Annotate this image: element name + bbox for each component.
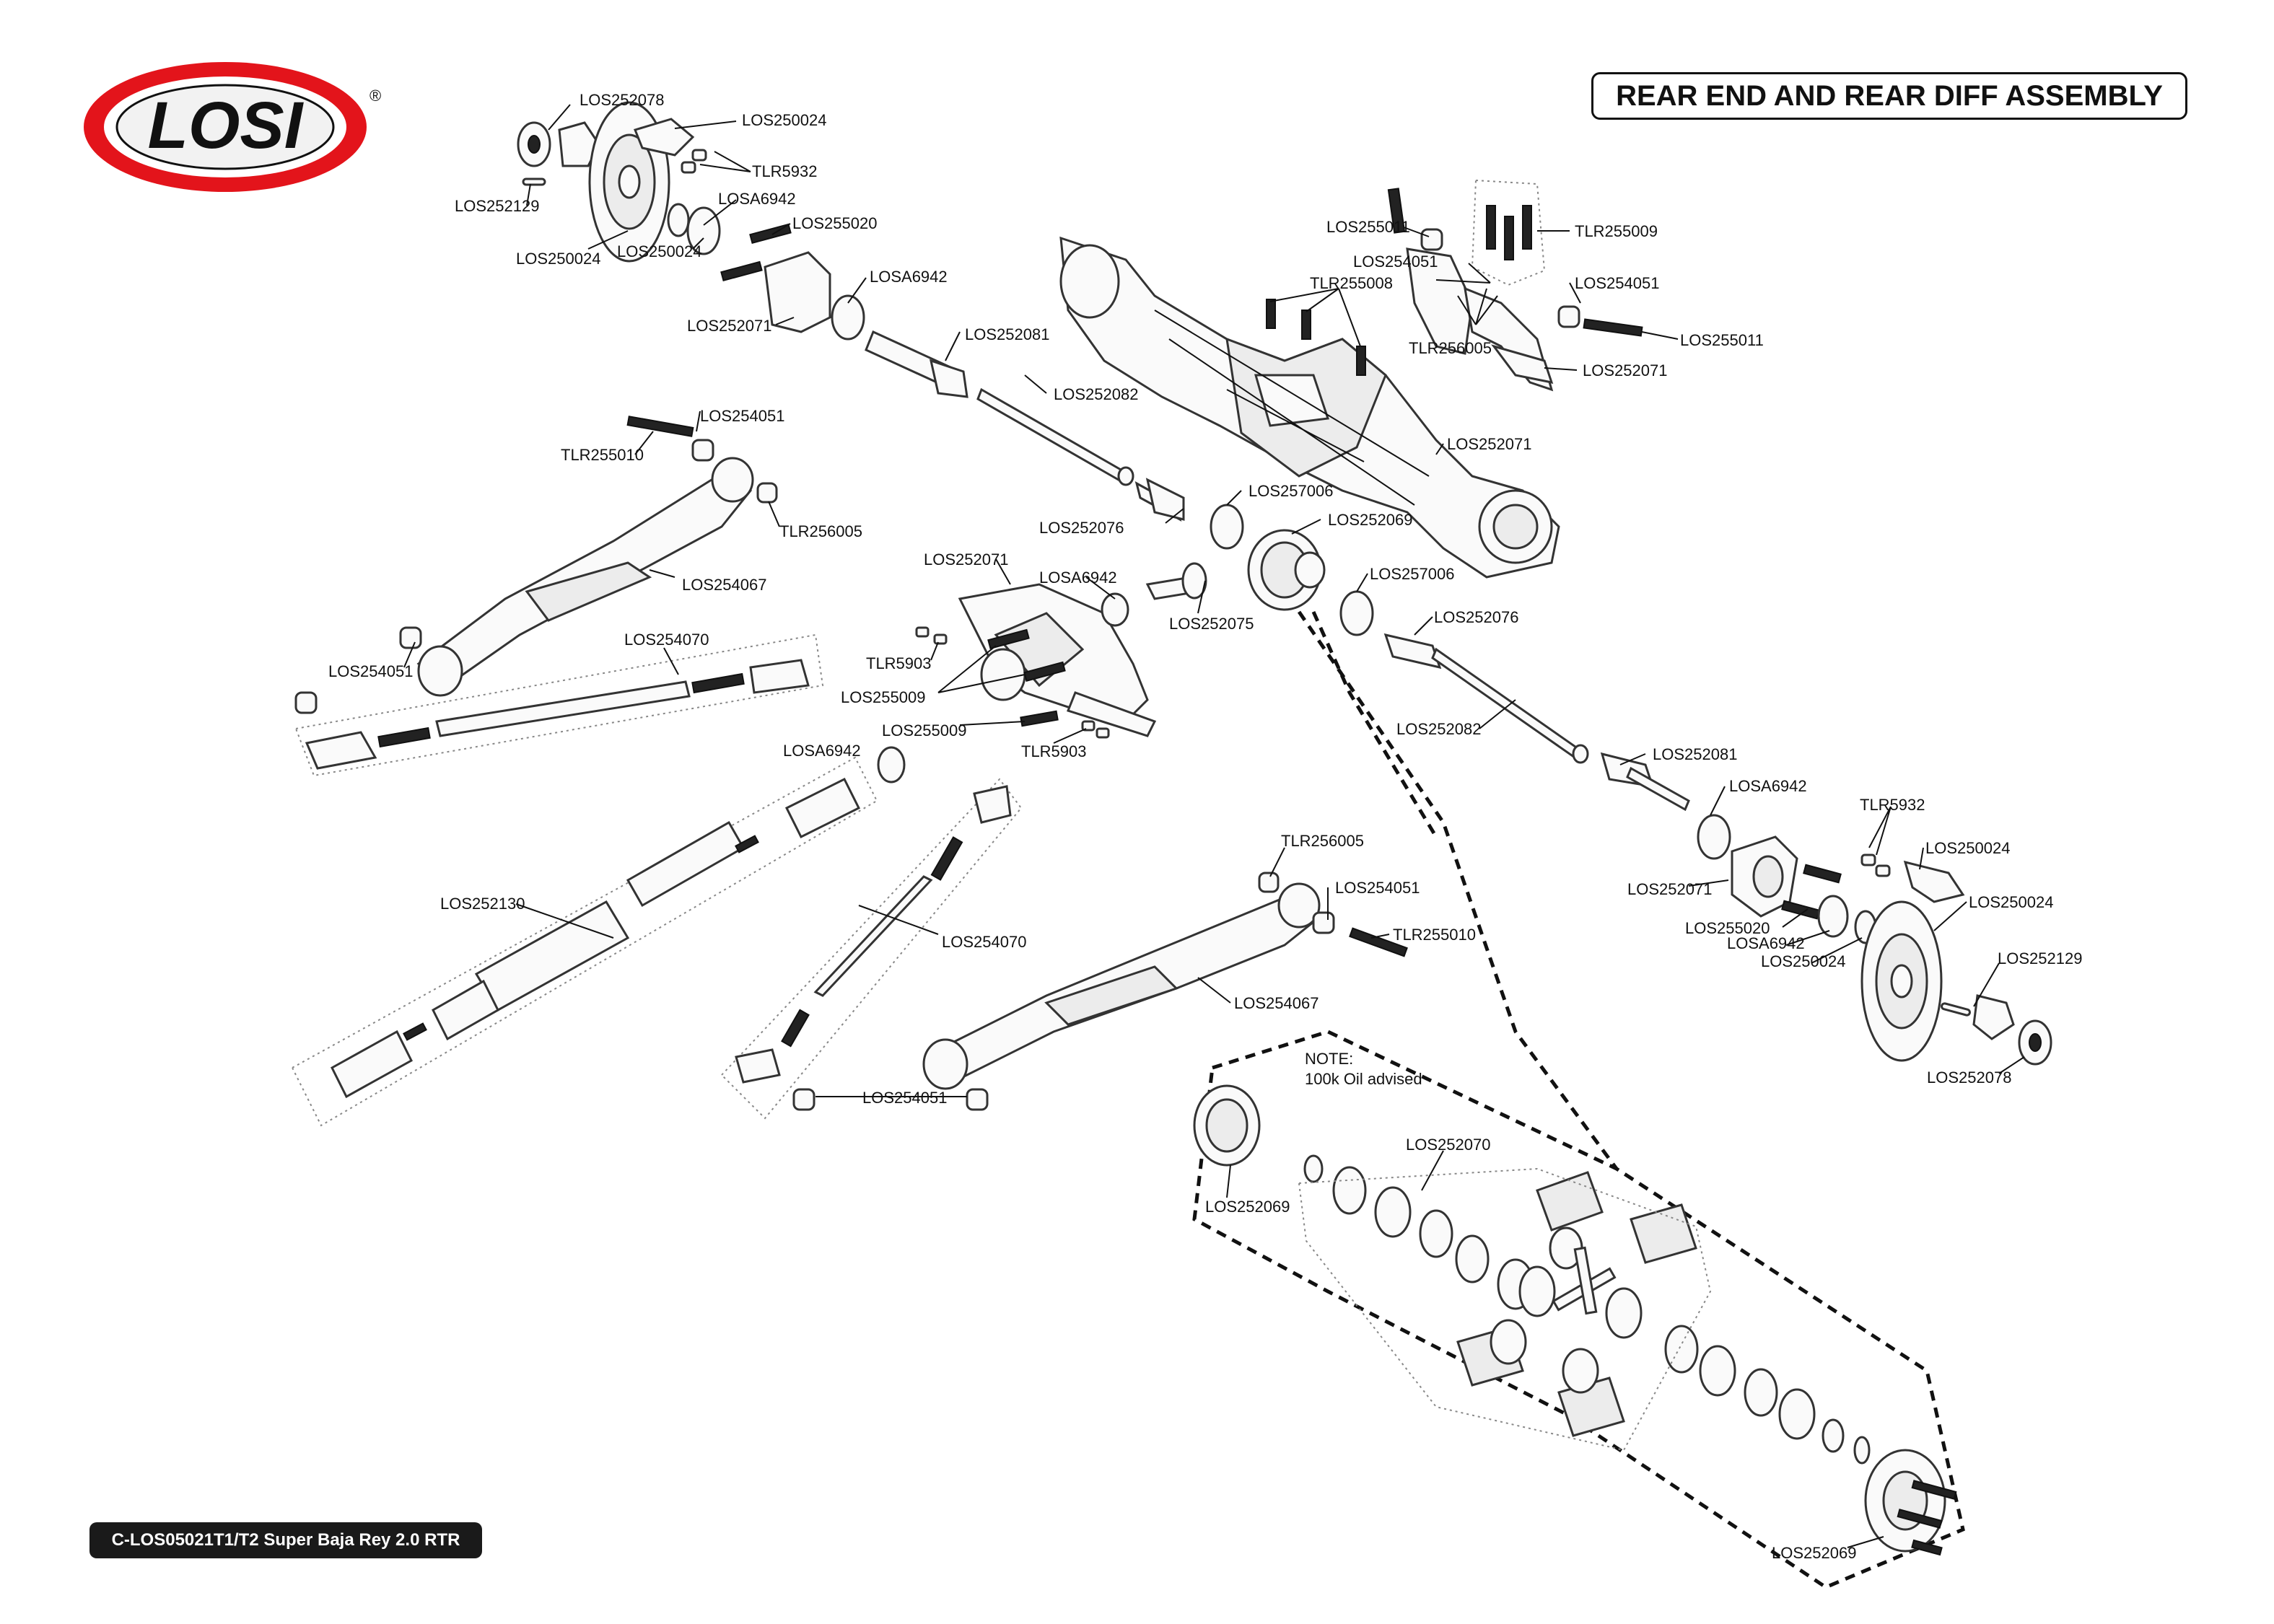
part-label: LOS252078 xyxy=(1927,1068,2011,1087)
part-label: LOS252069 xyxy=(1772,1544,1856,1562)
part-label: LOS252129 xyxy=(1998,949,2082,967)
part-label: LOS250024 xyxy=(516,250,600,268)
left-trailing-arm xyxy=(294,416,778,714)
part-label: LOSA6942 xyxy=(718,190,796,208)
part-label: LOS252081 xyxy=(1653,745,1737,763)
part-label: LOS252130 xyxy=(440,895,525,913)
part-label: LOS252078 xyxy=(580,91,664,109)
left-hub-group xyxy=(517,101,865,341)
part-label: LOS254051 xyxy=(1353,253,1438,271)
part-label: TLR255008 xyxy=(1310,274,1393,292)
part-label: LOSA6942 xyxy=(783,742,861,760)
part-label: LOSA6942 xyxy=(1727,934,1805,952)
part-label: LOS255009 xyxy=(882,721,966,739)
right-hub-group xyxy=(1731,835,2052,1066)
part-label: LOS257006 xyxy=(1248,482,1333,500)
part-label: LOS252071 xyxy=(924,550,1008,569)
part-label: LOS255020 xyxy=(792,214,877,232)
part-label: LOS254051 xyxy=(1335,879,1420,897)
part-label: LOS257006 xyxy=(1370,565,1454,583)
note-heading: NOTE: xyxy=(1305,1050,1353,1068)
diff-detail-leader-2 xyxy=(1311,610,1438,838)
right-trailing-arm xyxy=(922,872,1408,1090)
right-upper-link xyxy=(735,785,1012,1111)
center-diff-carrier xyxy=(915,562,1207,739)
page-title: REAR END AND REAR DIFF ASSEMBLY xyxy=(1591,72,2187,120)
part-label: LOS252129 xyxy=(455,197,539,215)
part-label: LOS255009 xyxy=(841,688,925,706)
part-label: TLR5903 xyxy=(866,654,932,672)
group-outline-lower-link xyxy=(294,633,824,777)
part-label: LOS252075 xyxy=(1169,615,1254,633)
part-label: TLR255010 xyxy=(1393,926,1476,944)
part-label: LOS255011 xyxy=(1326,218,1410,236)
leader-lines xyxy=(403,104,2025,1548)
part-label: TLR256005 xyxy=(1409,339,1492,357)
part-label: LOS254051 xyxy=(700,407,784,425)
part-label: LOS254051 xyxy=(862,1089,947,1107)
part-label: LOS255020 xyxy=(1685,919,1770,937)
part-label: LOS254051 xyxy=(1575,274,1659,292)
part-label: LOS250024 xyxy=(1969,893,2053,911)
part-label: LOS252076 xyxy=(1434,608,1518,626)
upper-mount-brackets xyxy=(1266,179,1643,392)
part-label: LOS252076 xyxy=(1039,519,1124,537)
part-label: TLR255009 xyxy=(1575,222,1658,240)
part-label: LOSA6942 xyxy=(1039,569,1117,587)
part-label: LOS250024 xyxy=(1761,952,1845,970)
rear-axle-housing xyxy=(1059,236,1560,579)
part-label: LOSA6942 xyxy=(1729,777,1807,795)
diff-exploded-parts xyxy=(1193,1084,1957,1556)
losi-logo: LOSI ® xyxy=(84,62,381,192)
part-label: LOS255011 xyxy=(1680,331,1764,349)
diff-detail-leader xyxy=(1297,610,1619,1170)
part-label: LOS252069 xyxy=(1205,1198,1290,1216)
part-label: LOS250024 xyxy=(617,242,701,260)
part-label: TLR256005 xyxy=(779,522,862,540)
part-label: LOS252070 xyxy=(1406,1136,1490,1154)
part-label: LOS252071 xyxy=(687,317,771,335)
part-label: TLR256005 xyxy=(1281,832,1364,850)
part-label: LOS254051 xyxy=(328,662,413,680)
part-label: LOS250024 xyxy=(742,111,826,129)
part-label: TLR5903 xyxy=(1021,742,1087,760)
part-labels: LOS252078 LOS250024 TLR5932 LOS252129 LO… xyxy=(328,91,2082,1562)
diff-case xyxy=(1247,529,1374,636)
part-label: LOS254070 xyxy=(624,631,709,649)
left-axle-shafts xyxy=(865,330,1244,550)
part-label: TLR255010 xyxy=(561,446,644,464)
part-label: LOS252082 xyxy=(1396,720,1481,738)
part-label: TLR5932 xyxy=(752,162,818,180)
center-driveshaft xyxy=(331,746,906,1099)
note-text: 100k Oil advised xyxy=(1305,1070,1422,1088)
part-label: LOS254067 xyxy=(682,576,766,594)
part-label: LOS252082 xyxy=(1054,385,1138,403)
part-label: LOS254067 xyxy=(1234,994,1319,1012)
part-label: LOSA6942 xyxy=(870,268,948,286)
part-label: LOS252081 xyxy=(965,325,1049,343)
part-label: LOS252071 xyxy=(1447,435,1531,453)
right-axle-shafts xyxy=(1383,633,1731,860)
diff-exploded-outline xyxy=(1192,1030,1965,1589)
part-label: LOS254070 xyxy=(942,933,1026,951)
part-label: TLR5932 xyxy=(1860,796,1925,814)
footer-model-label: C-LOS05021T1/T2 Super Baja Rey 2.0 RTR xyxy=(89,1522,482,1558)
part-label: LOS252069 xyxy=(1328,511,1412,529)
left-lower-link xyxy=(305,659,810,770)
registered-mark: ® xyxy=(369,87,381,105)
part-label: LOS250024 xyxy=(1925,839,2010,857)
logo-wordmark: LOSI xyxy=(148,89,305,162)
part-label: LOS252071 xyxy=(1627,880,1712,898)
part-label: LOS252071 xyxy=(1583,361,1667,379)
